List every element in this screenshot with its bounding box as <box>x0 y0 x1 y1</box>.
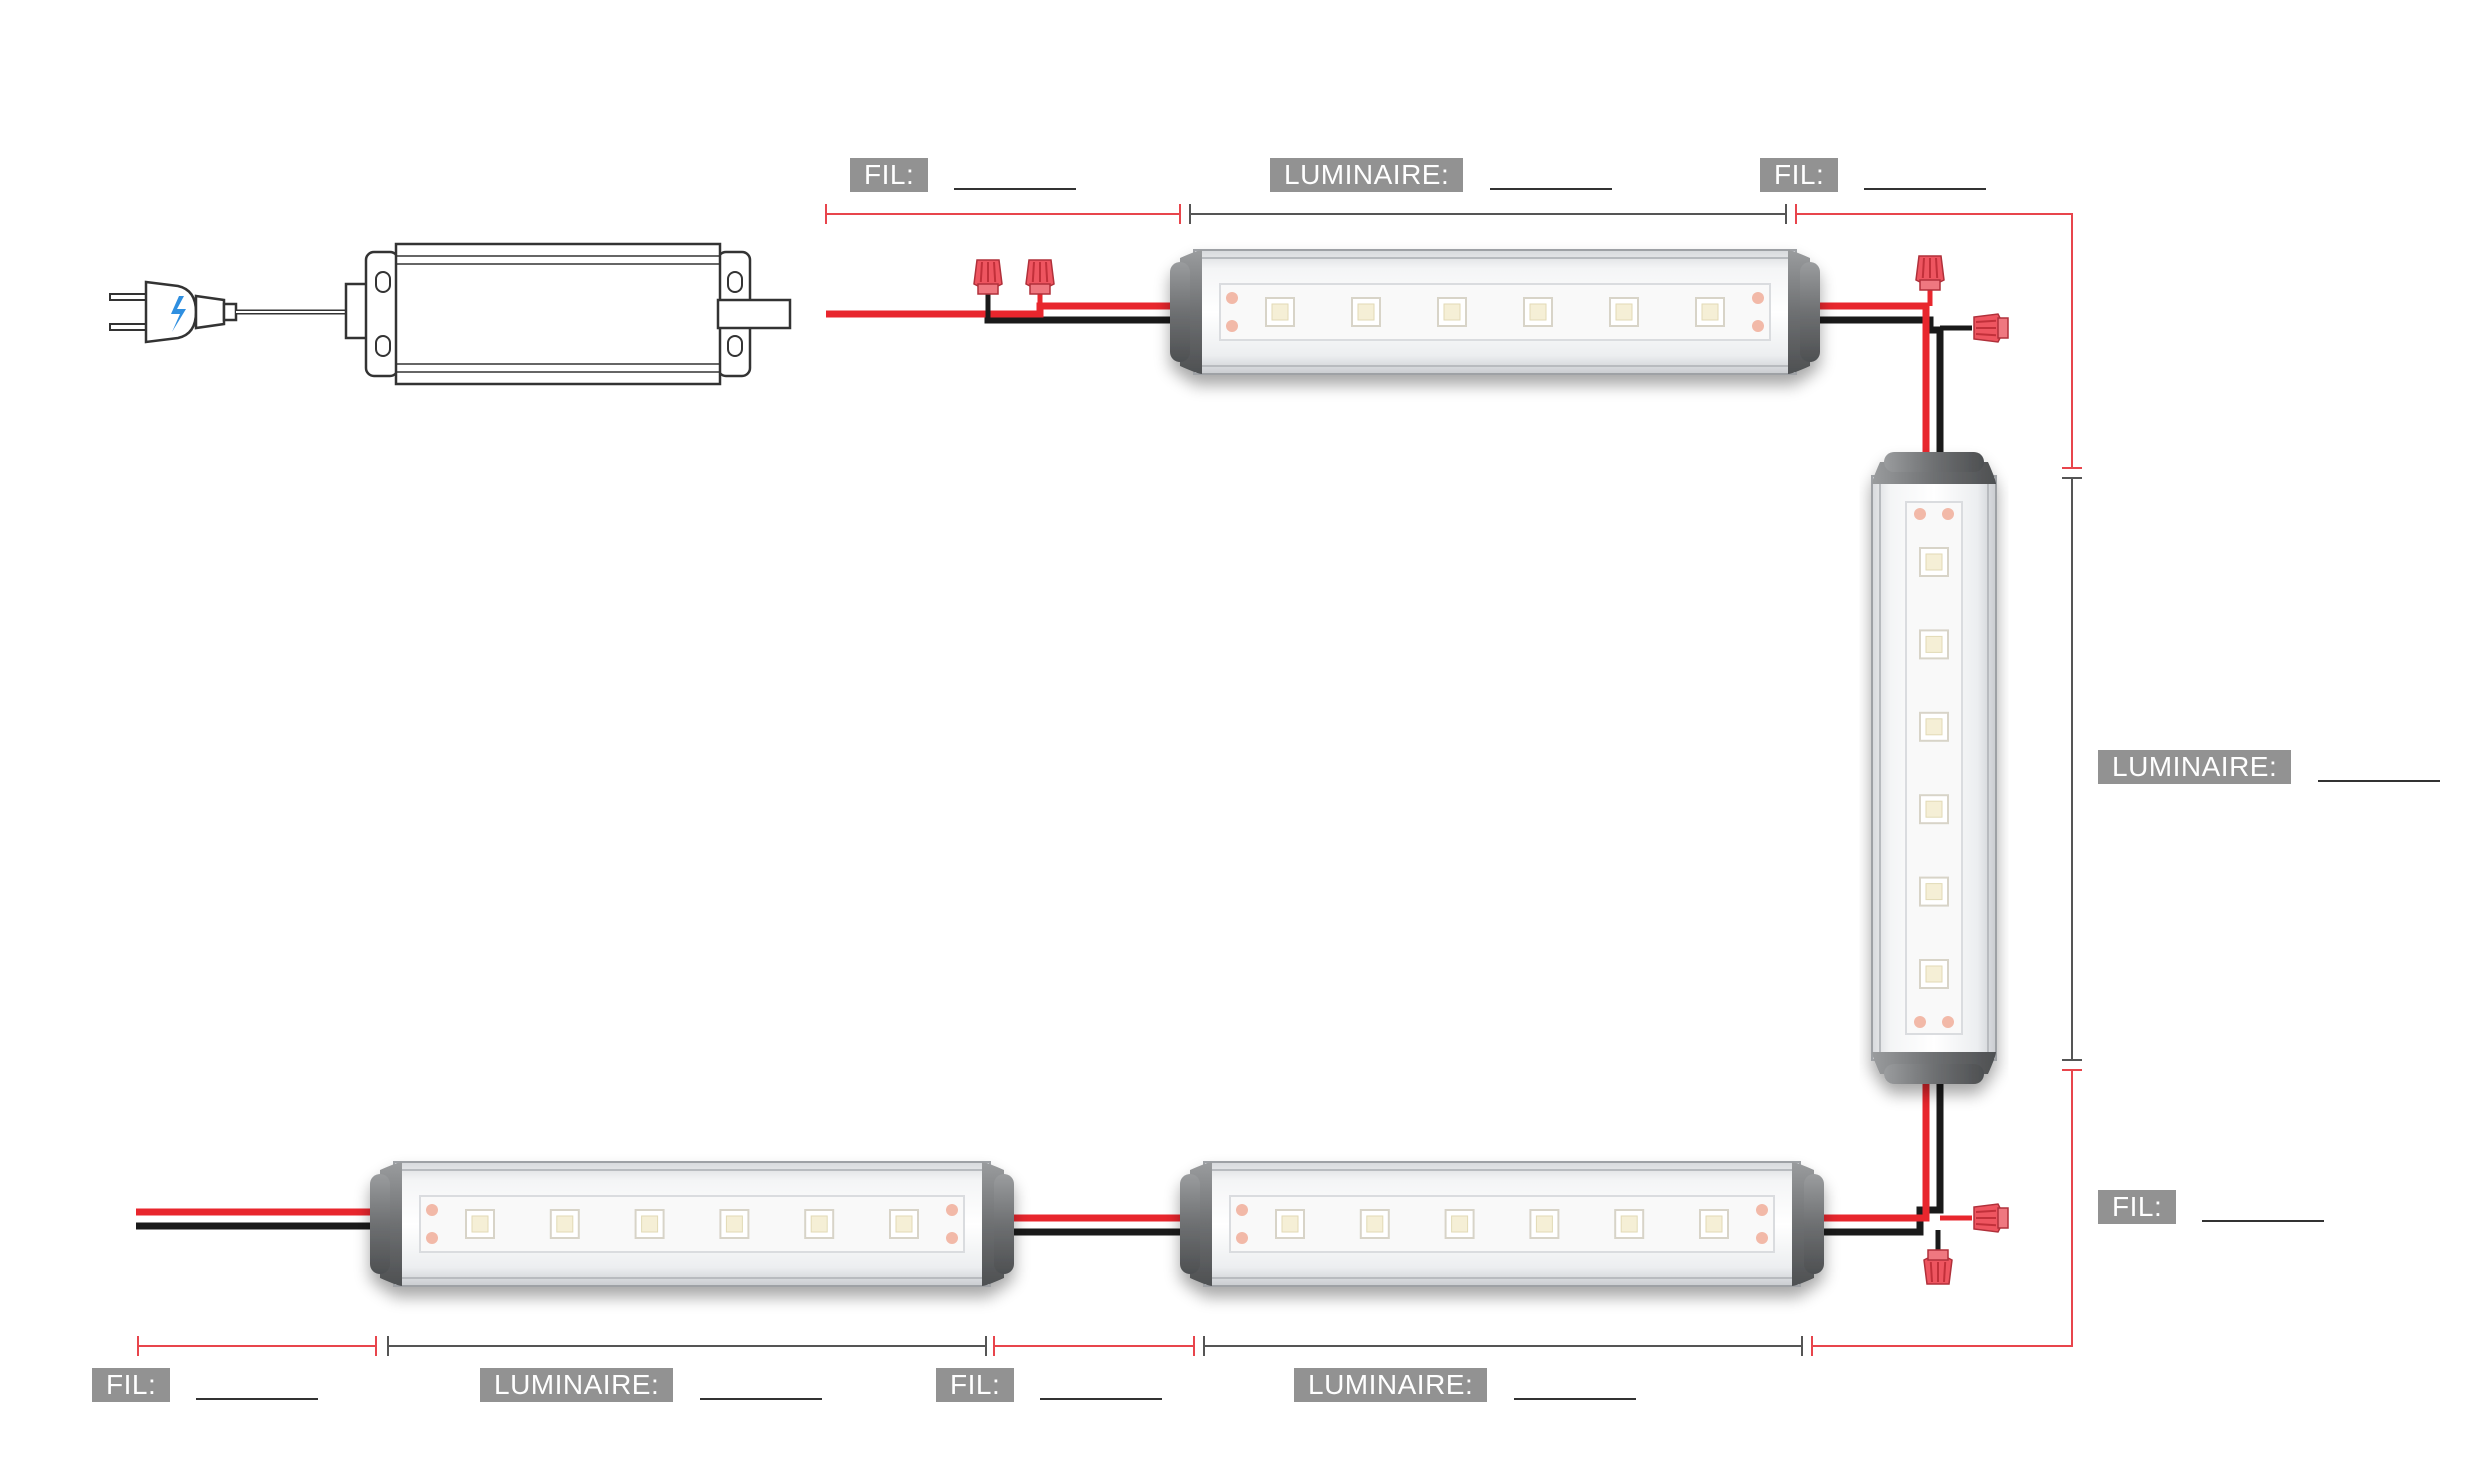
wire-nut-connector-icon <box>1973 1203 2009 1233</box>
fixture-length-label: LUMINAIRE: <box>1294 1368 1488 1402</box>
led-bar-light-icon <box>1871 452 1997 1084</box>
wire-length-label: FIL: <box>92 1368 171 1402</box>
wire-length-label: FIL: <box>2098 1190 2177 1224</box>
fixture-length-blank[interactable] <box>2318 780 2440 782</box>
led-bar-light-icon <box>1170 249 1820 375</box>
wire-length-blank[interactable] <box>1864 188 1986 190</box>
fixture-length-label: LUMINAIRE: <box>1270 158 1464 192</box>
wire-nut-connector-icon <box>1923 1249 1953 1285</box>
wire-length-label: FIL: <box>1760 158 1839 192</box>
wire-length-blank[interactable] <box>1040 1398 1162 1400</box>
wire-length-blank[interactable] <box>2202 1220 2324 1222</box>
wire-nut-connector-icon <box>973 259 1003 295</box>
led-bar-light-icon <box>370 1161 1014 1287</box>
led-driver-icon <box>344 242 792 386</box>
wire-length-label: FIL: <box>936 1368 1015 1402</box>
fixture-length-blank[interactable] <box>1514 1398 1636 1400</box>
led-bar-light-icon <box>1180 1161 1824 1287</box>
wire-length-blank[interactable] <box>954 188 1076 190</box>
wire-length-blank[interactable] <box>196 1398 318 1400</box>
fixture-length-label: LUMINAIRE: <box>480 1368 674 1402</box>
fixture-length-blank[interactable] <box>700 1398 822 1400</box>
fixture-length-blank[interactable] <box>1490 188 1612 190</box>
wire-nut-connector-icon <box>1973 313 2009 343</box>
wire-nut-connector-icon <box>1915 255 1945 291</box>
fixture-length-label: LUMINAIRE: <box>2098 750 2292 784</box>
wiring <box>136 288 1972 1252</box>
wire-nut-connector-icon <box>1025 259 1055 295</box>
wire-length-label: FIL: <box>850 158 929 192</box>
dimension-lines <box>137 204 2082 1356</box>
